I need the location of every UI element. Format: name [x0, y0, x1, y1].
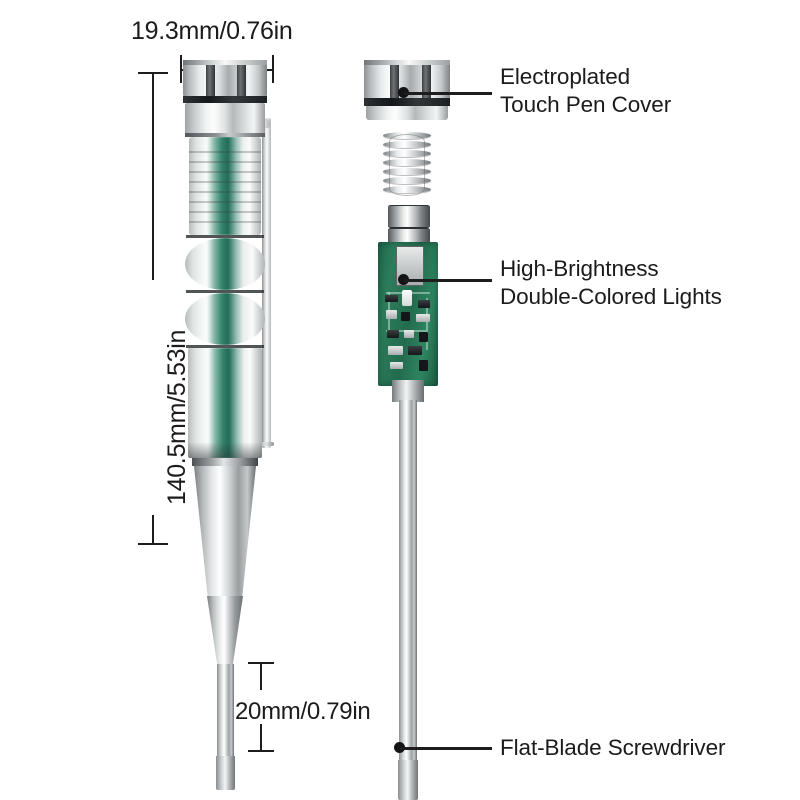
cap-crown: [183, 60, 267, 96]
width-dimension-label: 19.3mm/0.76in: [131, 17, 293, 45]
tip-dimension-tick-bottom: [248, 750, 274, 752]
pocket-clip-foot: [258, 442, 274, 446]
width-dimension-tick-right: [272, 55, 274, 83]
tip-dimension-line-lower: [260, 724, 262, 752]
smd-component: [386, 310, 397, 319]
smd-component: [418, 300, 430, 308]
barrel-ring-3: [186, 345, 264, 348]
width-dimension-tick-left: [180, 55, 182, 83]
tip-dimension-label: 20mm/0.79in: [235, 698, 371, 725]
contact-spring: [383, 132, 431, 198]
callout-lights-anchor-dot: [398, 274, 409, 285]
smd-component: [404, 330, 414, 338]
barrel-bulge-1: [185, 238, 265, 290]
cap-collar-edge: [185, 133, 265, 137]
barrel-ring-2: [186, 290, 264, 293]
smd-component: [387, 330, 399, 338]
assembled-blade-tip: [216, 756, 235, 790]
length-dimension-line-lower: [152, 515, 154, 545]
smd-component: [385, 295, 398, 302]
battery-cell: [388, 205, 430, 228]
barrel-bulge-2: [185, 293, 265, 345]
callout-cap-line2: Touch Pen Cover: [500, 92, 672, 117]
callout-lights-leader-line: [404, 279, 492, 282]
barrel-upper: [189, 137, 261, 235]
exploded-blade-tip: [398, 760, 418, 800]
callout-screwdriver-leader-line: [400, 747, 492, 750]
callout-screwdriver-label: Flat-Blade Screwdriver: [500, 734, 725, 762]
smd-component: [416, 314, 430, 322]
shaft-collar: [392, 380, 424, 402]
tip-dimension-line-upper: [260, 662, 262, 690]
exploded-cap-seam: [364, 98, 450, 106]
smd-component: [419, 332, 428, 342]
assembled-shaft: [217, 664, 234, 756]
cap-collar: [185, 103, 265, 135]
callout-cap-leader-line: [404, 92, 492, 95]
barrel-ring-1: [186, 235, 264, 238]
exploded-pen-view: [358, 60, 468, 800]
exploded-cap-collar: [366, 106, 448, 120]
circuit-board: [378, 242, 438, 386]
smd-component: [390, 362, 403, 369]
length-dimension-line-upper: [152, 72, 154, 280]
led-component: [402, 290, 412, 306]
barrel-lower: [188, 348, 262, 458]
smd-component: [408, 346, 422, 355]
smd-component: [401, 312, 410, 321]
smd-component: [419, 360, 428, 371]
length-dimension-tick-bottom: [138, 543, 168, 545]
callout-cap-line1: Electroplated: [500, 64, 631, 89]
pocket-clip: [262, 118, 271, 448]
body-taper: [194, 466, 256, 596]
barrel-neck: [192, 458, 258, 466]
callout-lights-line2: Double-Colored Lights: [500, 284, 722, 309]
callout-screwdriver-line1: Flat-Blade Screwdriver: [500, 735, 726, 760]
smd-component: [388, 346, 403, 355]
callout-lights-line1: High-Brightness: [500, 256, 659, 281]
cap-seam: [183, 96, 267, 103]
assembled-pen-view: [176, 60, 296, 790]
body-shoulder: [207, 596, 243, 664]
exploded-shaft: [399, 400, 417, 780]
callout-lights-label: High-Brightness Double-Colored Lights: [500, 255, 722, 311]
callout-cap-anchor-dot: [398, 87, 409, 98]
callout-screwdriver-anchor-dot: [394, 742, 405, 753]
callout-cap-label: Electroplated Touch Pen Cover: [500, 63, 671, 119]
